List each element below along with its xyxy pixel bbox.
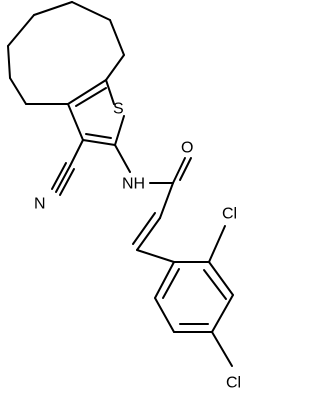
vinyl-linker [132, 182, 175, 263]
carbonyl-oxygen-label: O [181, 140, 193, 157]
double-bond-second [132, 212, 156, 245]
bond [105, 54, 125, 81]
bond [71, 1, 111, 21]
bond [172, 157, 186, 184]
bond [136, 217, 161, 251]
bond [7, 45, 11, 79]
bond [154, 297, 175, 333]
bond [154, 261, 175, 299]
chlorine-label-2: Cl [222, 206, 237, 223]
nitrile-nitrogen-label: N [34, 196, 46, 213]
amide-group [114, 144, 192, 184]
triple-bond-side [51, 162, 67, 190]
cyclooctane-ring [7, 1, 125, 105]
chlorine-label-4: Cl [226, 375, 241, 392]
bond [105, 79, 115, 105]
bond [211, 331, 233, 367]
bond [7, 14, 35, 47]
structure-diagram: S N NH O Cl Cl [7, 1, 241, 392]
double-bond-inner [162, 268, 180, 299]
bond [136, 249, 175, 263]
bond [82, 139, 116, 146]
bond [69, 139, 84, 167]
bond [109, 19, 125, 56]
chloro-substituents [208, 225, 233, 367]
double-bond-inner [85, 133, 112, 139]
triple-bond-side [59, 168, 75, 196]
sulfur-atom-label: S [113, 101, 124, 118]
double-bond-inner [75, 87, 107, 107]
bond [114, 115, 125, 146]
nitrile-group [51, 139, 84, 196]
bond [208, 225, 226, 263]
double-bond-second [179, 157, 192, 181]
triple-bond-center [55, 165, 71, 193]
thiophene-ring [67, 79, 125, 146]
amide-nh-label: NH [122, 176, 145, 193]
bond [211, 294, 234, 333]
bond [67, 79, 107, 105]
bond [208, 261, 234, 296]
bond [159, 182, 174, 219]
bond [33, 1, 73, 16]
bond [114, 144, 131, 173]
bond [67, 103, 84, 141]
double-bond-inner [203, 269, 227, 300]
molecule-canvas: S N NH O Cl Cl [7, 1, 241, 392]
dichlorophenyl-ring [154, 261, 234, 333]
bond [9, 77, 27, 105]
